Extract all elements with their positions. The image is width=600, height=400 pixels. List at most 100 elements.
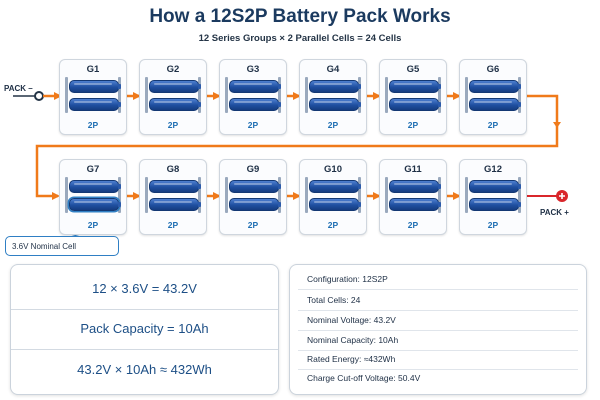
group-config: 2P [407,120,419,130]
specifications-panel: Configuration: 12S2P Total Cells: 24 Nom… [289,264,587,395]
spec-nominal-voltage: Nominal Voltage: 43.2V [307,315,396,325]
spec-configuration: Configuration: 12S2P [307,274,388,284]
divider [298,369,578,370]
divider [11,309,278,310]
cell-group-g2: G2 2P [139,59,207,135]
group-label: G9 [246,164,260,175]
energy-formula: 43.2V × 10Ah ≈ 432Wh [77,362,212,377]
voltage-formula: 12 × 3.6V = 43.2V [92,281,197,296]
battery-cell-icon [229,98,281,111]
battery-cell-icon [149,98,201,111]
bus-bar [305,177,308,213]
battery-cell-icon [309,80,361,93]
battery-cell-icon [229,180,281,193]
group-label: G12 [484,164,502,175]
group-config: 2P [87,120,99,130]
divider [298,310,578,311]
cell-group-g5: G5 2P [379,59,447,135]
divider [298,289,578,290]
battery-cell-icon [229,198,281,211]
negative-terminal-icon [34,91,44,101]
battery-cell-icon [389,198,441,211]
group-label: G10 [324,164,342,175]
bus-bar [225,77,228,113]
spec-cutoff-voltage: Charge Cut-off Voltage: 50.4V [307,373,421,383]
group-config: 2P [327,220,339,230]
battery-cell-icon [389,80,441,93]
bus-bar [278,177,281,213]
cell-group-g12: G12 2P [459,159,527,235]
cell-group-g11: G11 2P [379,159,447,235]
group-config: 2P [167,220,179,230]
battery-cell-icon [149,180,201,193]
cell-group-g6: G6 2P [459,59,527,135]
group-label: G2 [166,64,180,75]
battery-cell-icon [469,80,521,93]
battery-cell-icon [469,98,521,111]
flow-return-path [35,94,559,200]
group-config: 2P [487,120,499,130]
bus-bar [438,177,441,213]
battery-cell-icon [389,98,441,111]
bus-bar [278,77,281,113]
nominal-cell-callout: 3.6V Nominal Cell [5,236,119,256]
group-label: G3 [246,64,260,75]
page-title: How a 12S2P Battery Pack Works [149,6,451,27]
battery-cell-icon [389,180,441,193]
cell-group-g10: G10 2P [299,159,367,235]
bus-bar [198,177,201,213]
bus-bar [465,177,468,213]
battery-cell-icon [309,180,361,193]
calculation-panel: 12 × 3.6V = 43.2V Pack Capacity = 10Ah 4… [10,264,279,395]
group-label: G4 [326,64,340,75]
negative-terminal-label: PACK – [4,84,33,93]
bus-bar [518,77,521,113]
group-config: 2P [327,120,339,130]
cell-group-g8: G8 2P [139,159,207,235]
group-label: G1 [86,64,100,75]
bus-bar [118,77,121,113]
bus-bar [438,77,441,113]
cell-group-g1: G1 2P [59,59,127,135]
capacity-formula: Pack Capacity = 10Ah [80,321,209,336]
divider [11,349,278,350]
flow-arrow-down [553,122,561,128]
battery-cell-icon [469,198,521,211]
bus-bar [65,177,68,213]
group-label: G7 [86,164,100,175]
bus-bar [385,177,388,213]
bus-bar [198,77,201,113]
spec-nominal-capacity: Nominal Capacity: 10Ah [307,335,399,345]
group-config: 2P [487,220,499,230]
group-label: G8 [166,164,180,175]
bus-bar [385,77,388,113]
bus-bar [358,177,361,213]
divider [298,350,578,351]
battery-cell-icon [309,198,361,211]
battery-cell-icon [149,80,201,93]
battery-cell-icon [309,98,361,111]
bus-bar [305,77,308,113]
battery-cell-icon [69,198,121,211]
group-config: 2P [247,220,259,230]
battery-cell-icon [69,80,121,93]
group-config: 2P [167,120,179,130]
positive-terminal-label: PACK + [540,208,569,217]
battery-cell-icon [69,98,121,111]
battery-cell-icon [149,198,201,211]
battery-cell-icon [229,80,281,93]
group-config: 2P [87,220,99,230]
bus-bar [518,177,521,213]
group-label: G6 [486,64,500,75]
cell-group-g9: G9 2P [219,159,287,235]
bus-bar [65,77,68,113]
group-config: 2P [247,120,259,130]
page-subtitle: 12 Series Groups × 2 Parallel Cells = 24… [198,33,402,44]
group-label: G5 [406,64,420,75]
bus-bar [145,77,148,113]
battery-cell-icon [69,180,121,193]
divider [298,330,578,331]
spec-rated-energy: Rated Energy: ≈432Wh [307,354,396,364]
group-config: 2P [407,220,419,230]
bus-bar [465,77,468,113]
